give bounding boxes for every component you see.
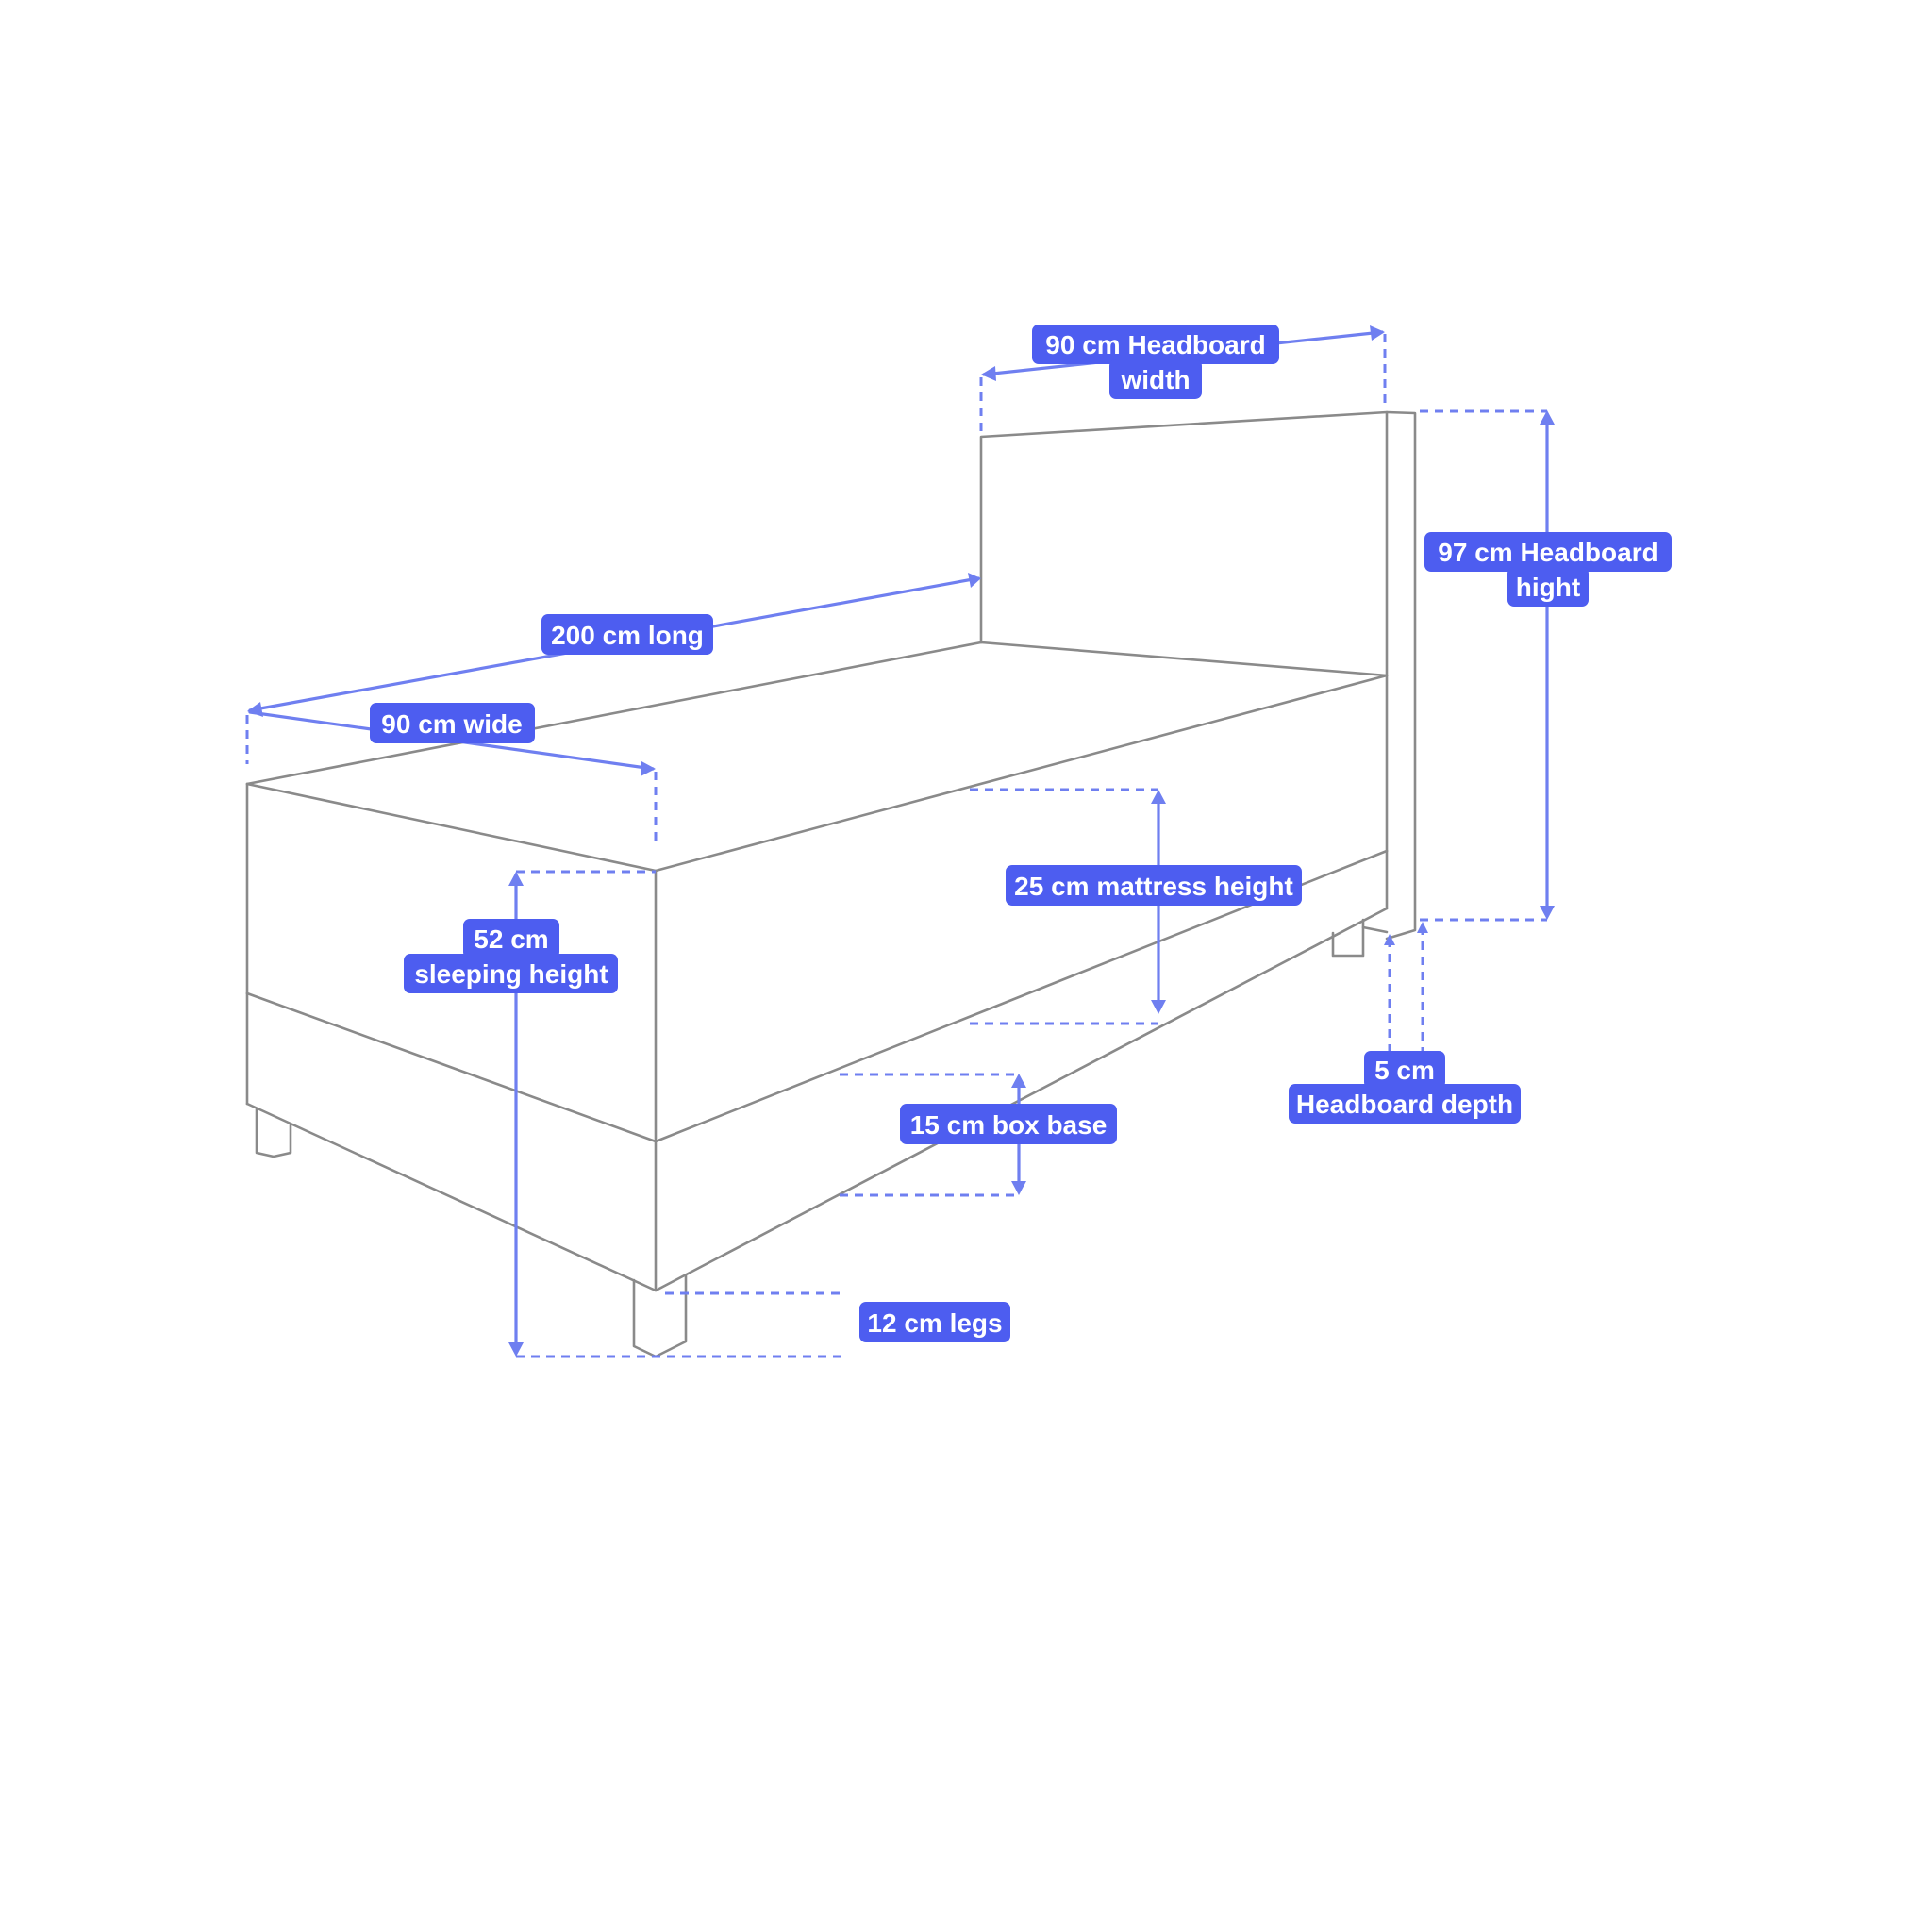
width-label-bg	[370, 703, 535, 743]
mattress-height-arrow-bottom	[1151, 1000, 1166, 1014]
headboard-height-label: 97 cm Headboard hight	[1424, 532, 1672, 607]
headboard-depth-arrow-left	[1384, 934, 1395, 945]
length-label-text: 200 cm long	[551, 621, 704, 650]
headboard-width-arrow-right	[1370, 325, 1385, 341]
legs-label-text: 12 cm legs	[867, 1308, 1002, 1338]
headboard-height-arrow-bottom	[1540, 906, 1555, 920]
leg-back-right	[1331, 918, 1365, 958]
box-base-label-text: 15 cm box base	[910, 1110, 1108, 1140]
sleeping-height-label-bg-top	[463, 919, 559, 958]
box-base-arrow-top	[1011, 1074, 1026, 1088]
mattress-height-label: 25 cm mattress height	[1006, 865, 1302, 906]
mattress-height-label-text: 25 cm mattress height	[1014, 872, 1293, 901]
headboard-depth-arrow-right	[1417, 922, 1428, 933]
sleeping-height-arrow-bottom	[508, 1342, 524, 1357]
sleeping-height-arrow-top	[508, 872, 524, 886]
box-base-bottom-edge	[245, 907, 1389, 1292]
legs-label-bg	[859, 1302, 1010, 1342]
headboard-front-face	[979, 410, 1389, 677]
headboard-width-label: 90 cm Headboard width	[1032, 325, 1279, 399]
headboard-depth-label-bg-top	[1364, 1051, 1445, 1089]
headboard-depth-label-line1: 5 cm	[1374, 1056, 1435, 1085]
width-label-text: 90 cm wide	[381, 709, 522, 739]
headboard-height-label-line1: 97 cm Headboard	[1438, 538, 1657, 567]
sleeping-height-label-line2: sleeping height	[414, 959, 608, 989]
headboard-width-label-line2: width	[1120, 365, 1190, 394]
headboard-depth-label-line2: Headboard depth	[1296, 1090, 1513, 1119]
width-arrow-right	[641, 761, 656, 776]
mattress-height-arrow-top	[1151, 790, 1166, 804]
headboard-depth-label-bg-bottom	[1289, 1084, 1521, 1124]
length-arrow-right	[968, 573, 981, 588]
headboard-side-face	[1385, 410, 1417, 941]
box-base-label: 15 cm box base	[900, 1104, 1117, 1144]
sleeping-height-label: 52 cm sleeping height	[404, 919, 618, 993]
sleeping-height-label-bg-bottom	[404, 954, 618, 993]
headboard-height-label-line2: hight	[1516, 573, 1580, 602]
dimension-lines	[245, 325, 1555, 1358]
width-label: 90 cm wide	[370, 703, 535, 743]
headboard-foot	[1361, 925, 1389, 934]
headboard-width-arrow-left	[981, 366, 996, 381]
headboard-width-label-line1: 90 cm Headboard	[1045, 330, 1265, 359]
headboard-width-label-bg-top	[1032, 325, 1279, 364]
dimension-labels: 90 cm Headboard width 97 cm Headboard hi…	[370, 325, 1672, 1342]
length-label-bg	[541, 614, 713, 655]
headboard-height-label-bg-bottom	[1507, 567, 1589, 607]
mattress-height-label-bg	[1006, 865, 1302, 906]
headboard-height-label-bg-top	[1424, 532, 1672, 572]
length-label: 200 cm long	[541, 614, 713, 655]
headboard-height-arrow-top	[1540, 410, 1555, 425]
headboard-width-label-bg-bottom	[1109, 359, 1202, 399]
box-base-arrow-bottom	[1011, 1181, 1026, 1195]
legs-label: 12 cm legs	[859, 1302, 1010, 1342]
box-base-label-bg	[900, 1104, 1117, 1144]
sleeping-height-label-line1: 52 cm	[474, 924, 548, 954]
headboard-depth-label: 5 cm Headboard depth	[1289, 1051, 1521, 1124]
leg-back-left	[255, 1108, 292, 1158]
